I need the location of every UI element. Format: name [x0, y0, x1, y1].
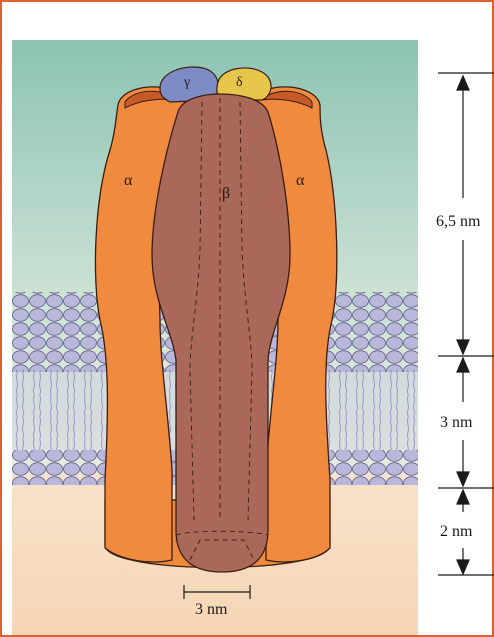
label-delta: δ	[236, 75, 243, 90]
dimension-label-top: 6,5 nm	[436, 213, 481, 230]
vertical-dimension-lines	[438, 73, 494, 575]
dimension-label-middle: 3 nm	[440, 414, 473, 431]
label-alpha-left: α	[124, 172, 133, 189]
dimension-label-bottom: 2 nm	[440, 523, 473, 540]
label-alpha-right: α	[296, 172, 305, 189]
label-gamma: γ	[183, 75, 190, 90]
dimension-label-width: 3 nm	[195, 601, 228, 618]
label-beta: β	[222, 185, 230, 202]
